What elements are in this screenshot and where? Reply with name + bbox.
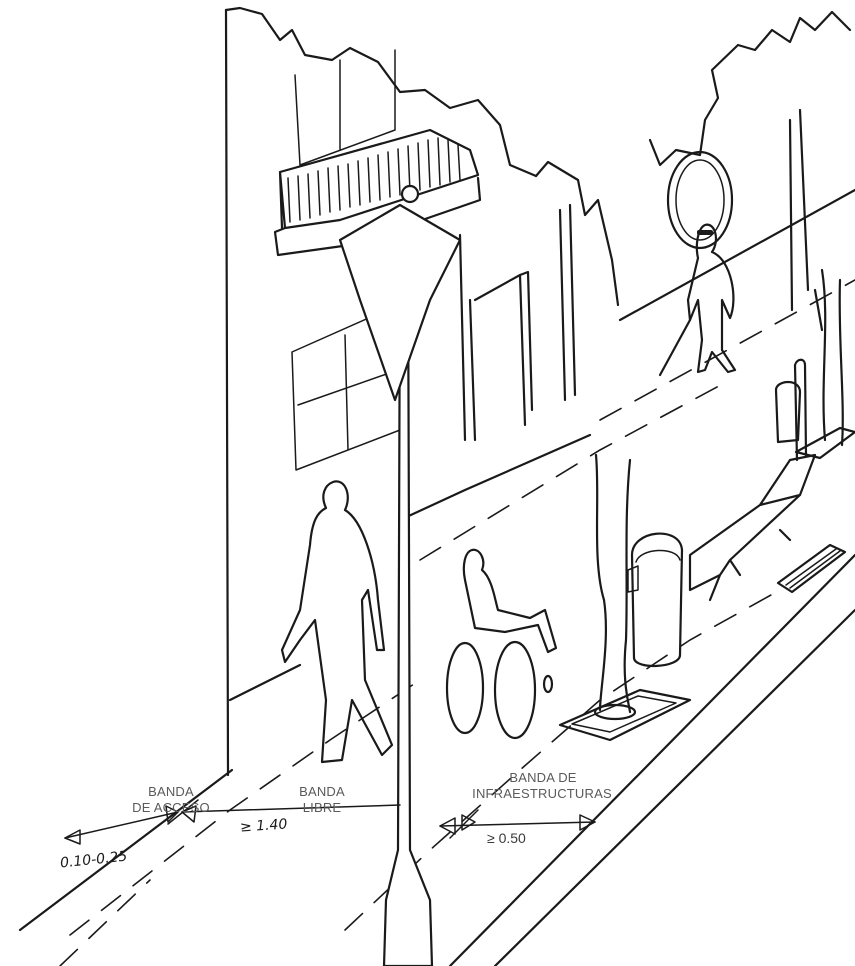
label-banda-infra-2: INFRAESTRUCTURAS	[462, 786, 622, 802]
wheelchair-user	[464, 550, 556, 652]
drain-grate	[778, 545, 845, 592]
tree-near	[596, 455, 630, 712]
label-banda-libre-2: LIBRE	[282, 800, 362, 816]
wheelchair-wheel-left	[447, 643, 483, 733]
pedestrian	[282, 481, 392, 762]
wheelchair-caster	[544, 676, 552, 692]
free-band-guide	[420, 380, 730, 560]
label-banda-libre-1: BANDA	[282, 784, 362, 800]
lamp-head	[340, 205, 460, 400]
left-building-top-ragged	[226, 8, 536, 176]
far-curb-line	[620, 190, 855, 320]
measure-libre: ≥ 1.40	[239, 816, 287, 835]
facade-doors	[460, 205, 575, 440]
label-banda-acceso-2: DE ACCESO	[116, 800, 226, 816]
lamp-finial	[402, 186, 418, 202]
label-banda-infra-1: BANDA DE	[488, 770, 598, 786]
tree-grate-near	[560, 690, 690, 740]
traffic-mirror-inner	[676, 160, 724, 240]
upper-window	[295, 50, 395, 165]
label-banda-acceso-1: BANDA	[126, 784, 216, 800]
white-cane	[660, 320, 690, 375]
near-left-guide	[60, 880, 150, 966]
tree-far	[822, 270, 843, 445]
drain-grate-bars	[786, 549, 840, 588]
measure-infra: ≥ 0.50	[487, 830, 526, 846]
wheelchair-wheel-right	[495, 642, 535, 738]
dark-glasses	[697, 230, 713, 235]
far-guide-line	[600, 280, 855, 420]
bollard	[795, 360, 806, 460]
left-building-edge	[226, 10, 228, 775]
